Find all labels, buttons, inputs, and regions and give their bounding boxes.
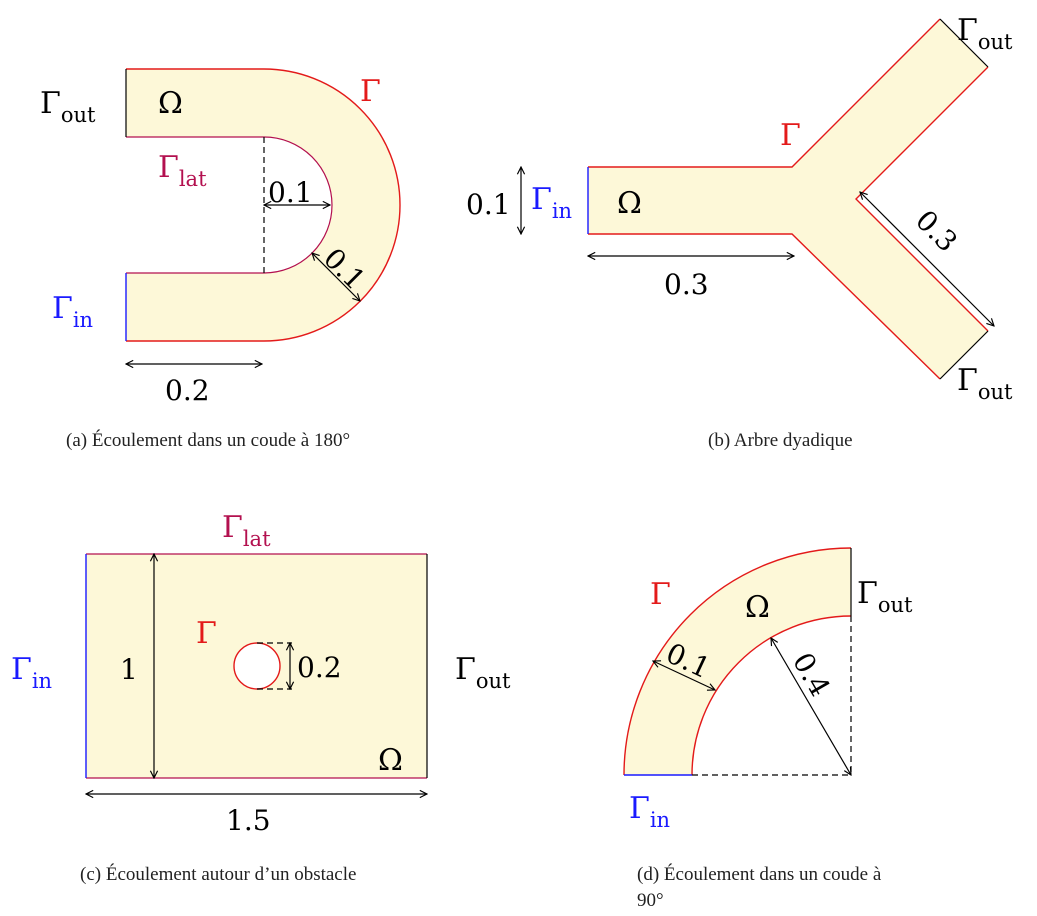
omega-label-a: Ω: [158, 86, 183, 121]
outlet-top-boundary-b: [939, 18, 989, 68]
caption-b: (b) Arbre dyadique: [708, 430, 853, 451]
gamma-out-label-d: Γout: [857, 576, 913, 617]
wall-inner-d: [691, 615, 852, 776]
dim-radius-arrow-d: [771, 638, 851, 775]
caption-d-line2: 90°: [637, 890, 664, 911]
caption-d-line1: (d) Écoulement dans un coude à: [637, 863, 882, 885]
omega-label-b: Ω: [617, 186, 642, 221]
dim-width-label-c: 1.5: [226, 804, 271, 837]
wall-outer-d: [623, 547, 852, 776]
dim-length-label-a: 0.2: [165, 374, 210, 407]
gamma-lat-label-c: Γlat: [222, 510, 271, 551]
panel-c: Ω Γ Γlat Γin Γout 1 0.2 1.5 (c) Écouleme…: [11, 510, 511, 885]
dim-branch-arrow-b: [860, 192, 994, 326]
gamma-wall-label-c: Γ: [196, 616, 217, 651]
caption-a: (a) Écoulement dans un coude à 180°: [66, 429, 350, 451]
gamma-wall-label-d: Γ: [650, 577, 671, 612]
outlet-bottom-boundary-b: [939, 330, 989, 380]
gamma-out-label-c: Γout: [455, 652, 511, 693]
gamma-wall-label-a: Γ: [360, 74, 381, 109]
dim-inner-radius-label-a: 0.1: [268, 176, 313, 209]
omega-label-d: Ω: [745, 590, 770, 625]
wall-inner-a: [126, 136, 333, 274]
gamma-in-label-c: Γin: [11, 652, 52, 693]
gamma-out-label-a: Γout: [40, 86, 96, 127]
gamma-wall-label-b: Γ: [780, 118, 801, 153]
gamma-out-top-label-b: Γout: [957, 13, 1013, 54]
gamma-in-label-b: Γin: [531, 182, 572, 223]
dim-length-label-b: 0.3: [664, 268, 709, 301]
gamma-in-label-d: Γin: [629, 791, 670, 832]
gamma-in-label-a: Γin: [52, 291, 93, 332]
dim-width-arrow-d: [653, 661, 715, 690]
panel-d: Ω Γ Γout Γin 0.1 0.4 (d) Écoulement dans…: [623, 547, 913, 911]
obstacle-c: [233, 642, 281, 690]
panel-a: Ω Γ Γout Γlat Γin 0.1 0.1 0.2 (a) Écoule…: [40, 68, 401, 451]
panel-b: Ω Γ Γout Γout Γin 0.1 0.3 0.3 (b) Arbre …: [466, 13, 1013, 451]
dim-obstacle-label-c: 0.2: [297, 651, 342, 684]
domain-d: [624, 548, 851, 775]
domain-b: [588, 19, 988, 379]
dim-branch-label-b: 0.3: [909, 204, 964, 259]
dim-height-label-c: 1: [120, 653, 138, 686]
dim-width-label-b: 0.1: [466, 188, 511, 221]
caption-c: (c) Écoulement autour d’un obstacle: [80, 863, 356, 885]
dim-radius-label-d: 0.4: [786, 647, 837, 702]
gamma-out-bottom-label-b: Γout: [957, 363, 1013, 404]
omega-label-c: Ω: [378, 743, 403, 778]
dim-width-arrow-a: [312, 253, 360, 301]
wall-outer-a: [126, 68, 401, 342]
gamma-lat-label-a: Γlat: [158, 150, 207, 191]
